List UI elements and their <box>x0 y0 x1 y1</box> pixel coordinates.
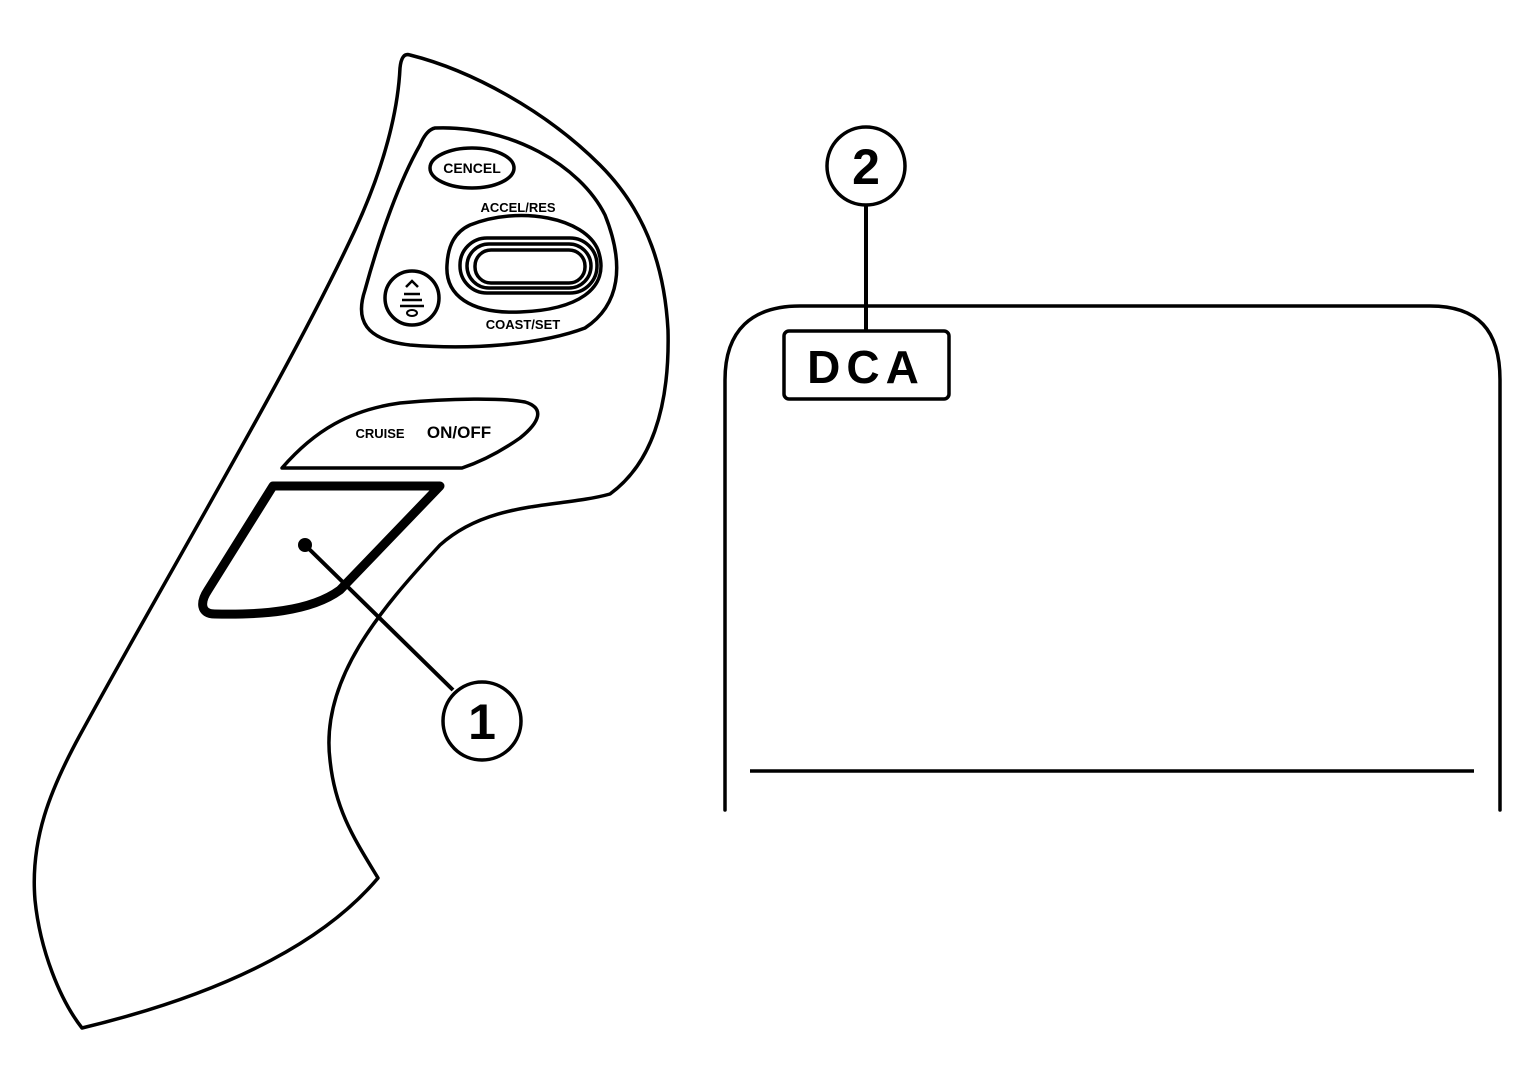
callout-1-leader <box>303 543 455 692</box>
callout-2-circle <box>825 125 907 207</box>
meter-display-outline <box>723 304 1502 812</box>
callout-2-number: 2 <box>852 139 880 195</box>
callout-1-circle <box>441 680 523 762</box>
callout-1-number: 1 <box>468 694 496 750</box>
cruise-label: CRUISE <box>355 426 404 441</box>
accel-res-label: ACCEL/RES <box>480 200 555 215</box>
vehicle-distance-icon <box>400 279 424 317</box>
rocker-key <box>473 248 587 285</box>
rocker-ring-middle <box>465 242 593 290</box>
control-pod-outline <box>359 126 619 349</box>
cruise-on-off-switch[interactable] <box>198 481 445 619</box>
steering-spoke-outline <box>32 52 670 1030</box>
distance-button[interactable] <box>383 269 441 327</box>
rocker-ring-outer <box>458 236 599 295</box>
dca-indicator-text: DCA <box>807 341 925 393</box>
cancel-label: CENCEL <box>443 160 501 176</box>
on-off-label: ON/OFF <box>427 423 491 442</box>
rocker-bezel <box>445 213 603 314</box>
accel-coast-rocker-switch[interactable] <box>445 213 603 314</box>
coast-set-label: COAST/SET <box>486 317 560 332</box>
cancel-button[interactable] <box>428 146 516 190</box>
cruise-switch-panel <box>280 397 540 470</box>
